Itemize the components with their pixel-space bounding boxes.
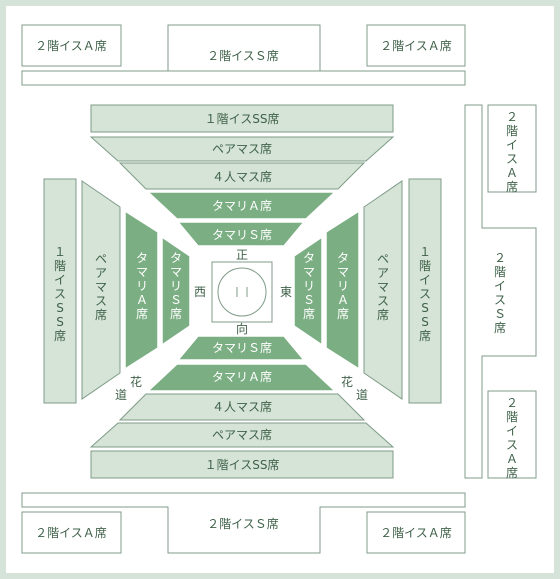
bottom-tamari-s-label: タマリＳ席	[212, 340, 272, 355]
right-upper-2f-a-section[interactable]	[487, 104, 537, 193]
direction-shomen: 正	[236, 248, 248, 262]
direction-nishi: 西	[194, 285, 206, 299]
top-right-2f-a-section[interactable]	[366, 24, 466, 67]
right-2f-outline	[464, 104, 537, 479]
bottom-1f-ss-section[interactable]	[90, 450, 394, 479]
bottom-right-2f-a-section[interactable]	[366, 511, 466, 554]
top-pair-masu-label: ペアマス席	[212, 141, 272, 156]
top-1f-ss-section[interactable]	[90, 104, 394, 133]
left-pair-masu-label: ペアマス席	[95, 252, 107, 322]
bottom-4-masu-label: ４人マス席	[212, 399, 272, 414]
top-right-2f-a-label: ２階イスＡ席	[380, 38, 452, 53]
left-1f-ss-section[interactable]	[43, 178, 77, 404]
top-left-2f-a-section[interactable]	[21, 24, 122, 67]
right-1f-ss-section[interactable]	[408, 178, 442, 404]
bottom-right-2f-a-label: ２階イスＡ席	[380, 525, 452, 540]
right-tamari-s-section[interactable]	[293, 235, 323, 347]
top-4-masu-label: ４人マス席	[212, 169, 272, 184]
bottom-2f-outline	[21, 492, 466, 554]
right-2f-s-label[interactable]: ２階イスＳ席	[494, 251, 506, 335]
top-pair-masu-section[interactable]	[89, 136, 395, 162]
right-pair-masu-section[interactable]	[363, 180, 403, 400]
left-tamari-s-label: タマリＳ席	[170, 251, 182, 321]
dohyo-ring	[217, 267, 267, 317]
right-tamari-a-label: タマリＡ席	[337, 251, 349, 321]
right-tamari-a-section[interactable]	[325, 209, 360, 371]
right-pair-masu-label: ペアマス席	[377, 252, 389, 322]
right-lower-2f-a-section[interactable]	[487, 390, 537, 479]
bottom-tamari-s-section[interactable]	[176, 335, 306, 361]
bottom-tamari-a-label: タマリＡ席	[212, 369, 272, 384]
top-tamari-a-label: タマリＡ席	[212, 198, 272, 213]
right-upper-2f-a-label: ２階イスＡ席	[506, 110, 518, 194]
top-tamari-a-section[interactable]	[146, 191, 337, 220]
bottom-pair-masu-section[interactable]	[89, 422, 395, 448]
left-tamari-s-section[interactable]	[161, 235, 191, 347]
direction-mukou: 向	[236, 321, 248, 336]
hanamichi-east-1: 花道	[341, 374, 368, 402]
bottom-1f-ss-label: １階イスSS席	[205, 457, 280, 472]
bottom-left-2f-a-section[interactable]	[21, 511, 122, 554]
left-pair-masu-section[interactable]	[81, 180, 121, 400]
top-tamari-s-label: タマリＳ席	[212, 227, 272, 242]
bottom-pair-masu-label: ペアマス席	[212, 427, 272, 442]
bottom-tamari-a-section[interactable]	[146, 363, 337, 392]
top-4-masu-section[interactable]	[118, 162, 366, 190]
top-left-2f-a-label: ２階イスＡ席	[35, 38, 107, 53]
bottom-left-2f-a-label: ２階イスＡ席	[35, 525, 107, 540]
hanamichi-west-1: 花道	[115, 374, 142, 402]
right-tamari-s-label: タマリＳ席	[303, 251, 315, 321]
bottom-4-masu-section[interactable]	[118, 393, 366, 421]
right-lower-2f-a-label: ２階イスＡ席	[506, 396, 518, 480]
left-tamari-a-label: タマリＡ席	[136, 251, 148, 321]
top-tamari-s-section[interactable]	[176, 221, 306, 247]
bottom-2f-s-label[interactable]: ２階イスＳ席	[207, 516, 279, 531]
left-tamari-a-section[interactable]	[124, 209, 159, 371]
top-2f-s-label[interactable]: ２階イスＳ席	[207, 48, 279, 63]
top-1f-ss-label: １階イスSS席	[205, 111, 280, 126]
direction-higashi: 東	[280, 285, 292, 299]
